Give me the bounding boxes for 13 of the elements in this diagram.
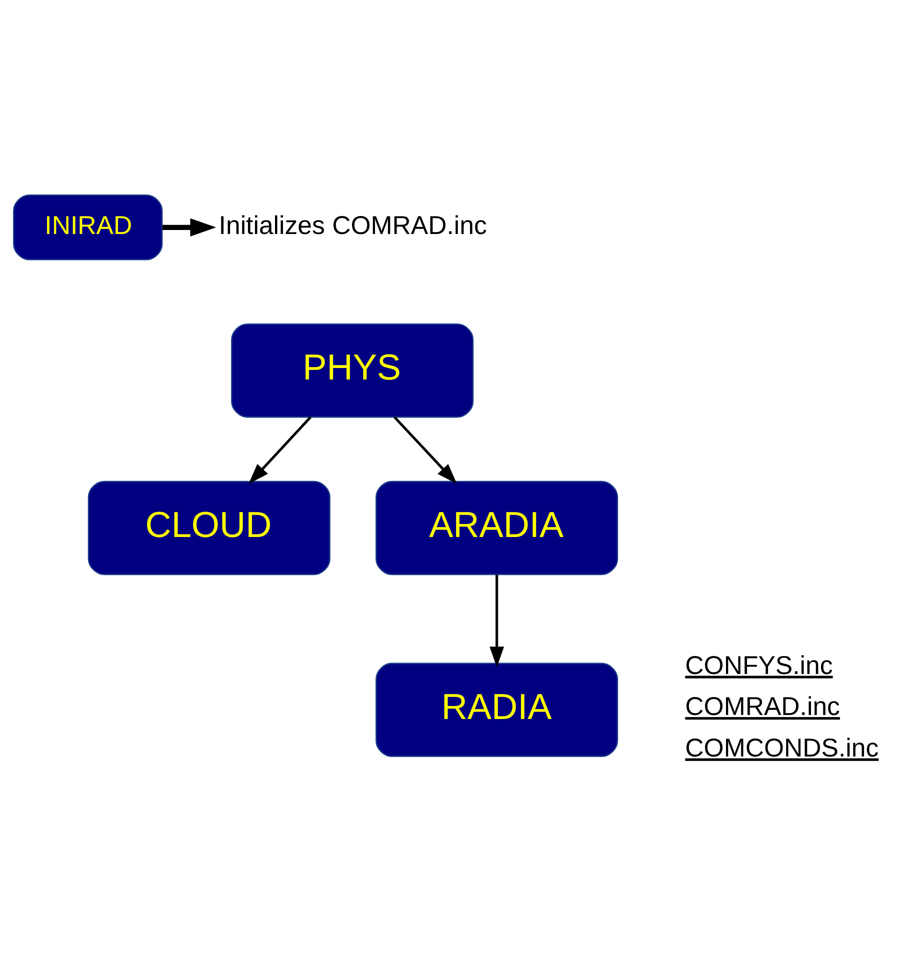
node-label: COMRAD.inc	[685, 692, 840, 721]
node-label: COMCONDS.inc	[685, 734, 879, 762]
node-box: RADIA	[376, 662, 618, 756]
node-label: CONFYS.inc	[685, 651, 833, 680]
arrow	[248, 416, 312, 484]
arrow	[490, 574, 504, 667]
node-box: CLOUD	[88, 480, 330, 575]
node-box: PHYS	[231, 323, 474, 418]
arrow	[394, 416, 457, 484]
node-text: Initializes COMRAD.inc	[218, 211, 487, 240]
arrow	[162, 218, 216, 236]
node-box: ARADIA	[376, 480, 618, 575]
node-box: INIRAD	[13, 194, 163, 260]
